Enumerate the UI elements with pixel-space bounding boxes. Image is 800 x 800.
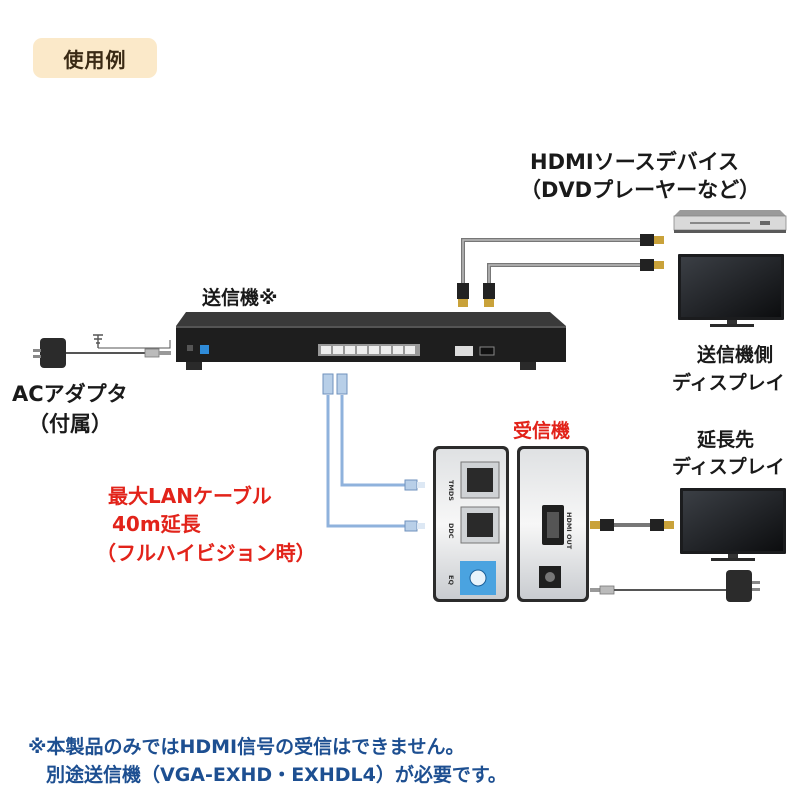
eq-label: EQ (447, 575, 455, 585)
ac-adapter-label: ACアダプタ (12, 382, 128, 406)
source-device-label: HDMIソースデバイス (530, 150, 740, 174)
tx-display-label-1: 送信機側 (697, 344, 774, 366)
lan-max-length-label: 最大LANケーブル (108, 484, 272, 508)
tx-display-label-2: ディスプレイ (672, 372, 785, 394)
ac-adapter-included-label: （付属） (28, 412, 112, 436)
source-device-example: （DVDプレーヤーなど） (520, 178, 761, 202)
lan-extension-label: 40m延長 (112, 512, 201, 536)
lan-cable-tmds (336, 373, 425, 491)
hdmi-cable-display (483, 259, 664, 307)
hdmi-out-label: HDMI OUT (565, 512, 573, 550)
ddc-label: DDC (447, 523, 455, 539)
lan-fullhd-label: （フルハイビジョン時） (96, 541, 316, 565)
hdmi-cable-source (457, 234, 664, 307)
transmitter-display-icon (678, 254, 784, 327)
lan-cable-ddc (322, 373, 425, 532)
usage-example-badge: 使用例 (33, 38, 157, 78)
ext-display-label-2: ディスプレイ (672, 456, 785, 478)
footnote-line-2: 別途送信機（VGA-EXHD・EXHDL4）が必要です。 (46, 764, 507, 786)
dvd-player-icon (673, 210, 787, 233)
tmds-label: TMDS (447, 480, 455, 501)
hdmi-cable-extension (590, 519, 674, 531)
footnote-line-1: ※本製品のみではHDMI信号の受信はできません。 (28, 736, 465, 758)
receiver-label: 受信機 (513, 420, 571, 442)
receiver-ac-adapter-icon (590, 570, 760, 602)
extension-display-icon (680, 488, 786, 561)
transmitter-label: 送信機※ (202, 287, 278, 309)
receiver-lan-side: TMDS DDC EQ (433, 446, 509, 602)
ac-adapter-icon (33, 334, 171, 368)
ext-display-label-1: 延長先 (697, 429, 755, 451)
lan-ports (318, 344, 420, 356)
receiver-hdmi-side: HDMI OUT (517, 446, 589, 602)
transmitter-device (176, 312, 566, 370)
